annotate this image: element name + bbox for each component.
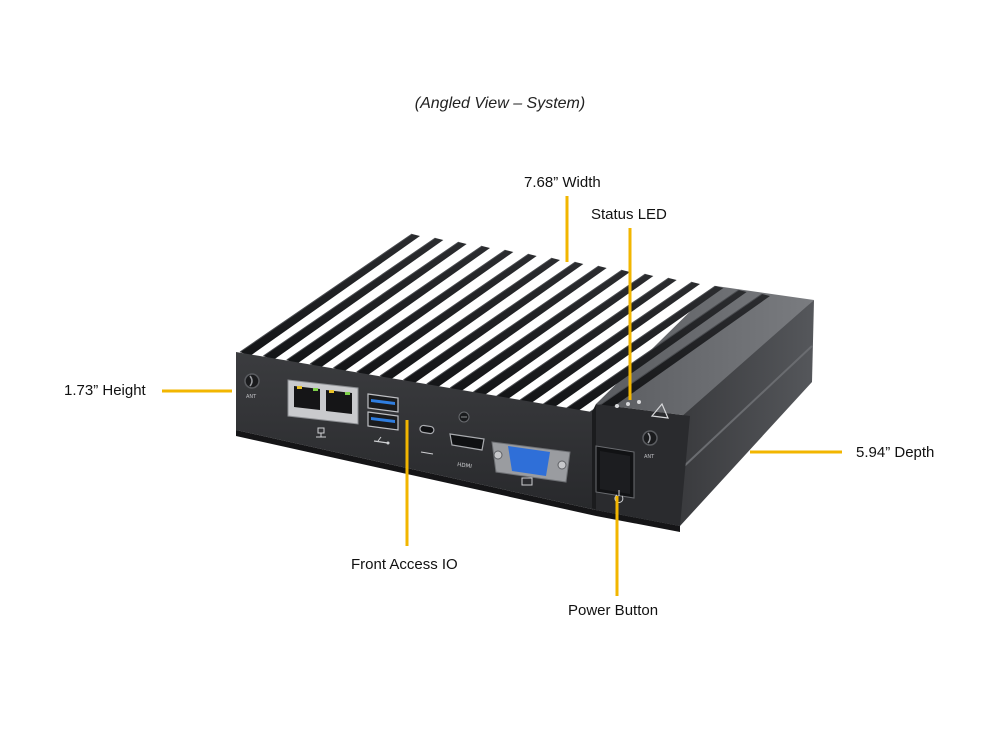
depth-label: 5.94” Depth — [856, 444, 935, 461]
status-led-label: Status LED — [591, 206, 667, 223]
heatsink-fin — [380, 258, 560, 380]
heatsink-fin-edge — [473, 273, 646, 393]
hdmi-port: HDMI — [449, 433, 485, 470]
heatsink-fin — [333, 250, 514, 372]
usb3-ports — [367, 393, 399, 445]
heatsink-fin-edge — [426, 265, 599, 385]
dual-lan-ports — [287, 379, 359, 438]
heatsink-fin — [240, 234, 420, 356]
callout-lines — [162, 196, 842, 596]
heatsink-fin — [473, 274, 654, 396]
heatsink-fin-edge — [566, 289, 739, 409]
device-side-panel — [680, 300, 814, 526]
front-io-label: Front Access IO — [351, 556, 458, 573]
usb-c-port — [419, 424, 435, 455]
ant-mark-right: ANT — [644, 454, 655, 460]
power-button-label: Power Button — [568, 602, 659, 619]
width-label: 7.68” Width — [524, 174, 601, 191]
antenna-connector-left: ANT — [244, 373, 260, 400]
ground-screw — [458, 411, 470, 423]
usb-icon — [373, 436, 390, 445]
heatsink-fin — [263, 238, 444, 360]
hdmi-mark: HDMI — [457, 462, 473, 470]
status-led-icon — [615, 400, 641, 408]
vga-port — [491, 441, 571, 486]
heatsink-fin-edge — [403, 261, 576, 381]
heatsink-fin-edge — [356, 253, 529, 373]
heatsink-fins — [239, 233, 770, 416]
heatsink-fin — [286, 242, 467, 364]
ant-mark-left: ANT — [246, 394, 257, 400]
usb-c-icon — [420, 451, 434, 455]
heatsink-fin — [403, 262, 584, 384]
heatsink-fin-edge — [309, 245, 483, 365]
heatsink-fin — [566, 290, 747, 412]
heatsink-fin — [543, 286, 724, 408]
antenna-connector-right: ANT — [642, 430, 658, 460]
vga-icon — [521, 477, 533, 486]
heatsink-fin — [496, 278, 677, 400]
heatsink-fin-edge — [239, 233, 413, 353]
height-label: 1.73” Height — [64, 382, 146, 399]
heatsink-fin-edge — [589, 293, 763, 413]
heatsink-fin-edge — [496, 277, 669, 397]
lan-icon — [316, 427, 326, 438]
heatsink-fin — [590, 294, 770, 416]
heatsink-fin — [520, 282, 700, 404]
heatsink-fin — [356, 254, 537, 376]
heatsink-fin — [450, 270, 630, 392]
warning-triangle-icon — [650, 402, 669, 419]
heatsink-fin — [426, 266, 607, 388]
heatsink-fin — [310, 246, 490, 368]
heatsink-fin-edge — [263, 237, 436, 357]
heatsink-fin-edge — [333, 249, 506, 369]
heatsink-fin-edge — [286, 241, 459, 361]
heatsink-fin-edge — [379, 257, 553, 377]
heatsink-fin-edge — [449, 269, 623, 389]
right-block-top — [596, 286, 814, 416]
heatsink-fin-edge — [519, 281, 693, 401]
view-caption: (Angled View – System) — [414, 95, 586, 112]
